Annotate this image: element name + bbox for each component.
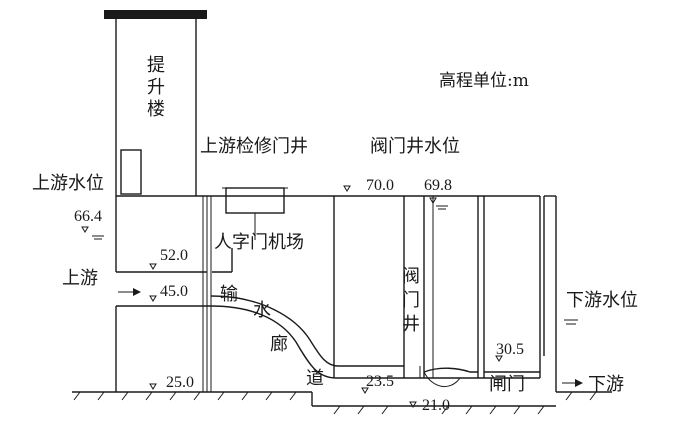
- upstream-gate-well: [202, 196, 212, 392]
- flow-arrows: [118, 288, 583, 387]
- lift-building-char-1: 提: [147, 55, 165, 76]
- gallery-char-3: 廊: [270, 334, 288, 355]
- valve-well-char-1: 阀: [402, 266, 420, 287]
- upstream-water-level-label: 上游水位: [32, 173, 104, 194]
- elevation-21: 21.0: [422, 397, 450, 414]
- valve-well-water-level-label: 阀门井水位: [370, 136, 460, 157]
- upstream-label: 上游: [62, 268, 98, 289]
- elevation-30-5: 30.5: [496, 341, 524, 358]
- elevation-top: 70.0: [366, 177, 394, 194]
- gallery-char-1: 输: [220, 284, 238, 305]
- lift-building: [104, 10, 207, 196]
- elevation-valve-well-level: 69.8: [424, 177, 452, 194]
- upstream-gate-well-label: 上游检修门井: [200, 136, 308, 157]
- gallery-char-4: 道: [306, 368, 324, 389]
- unit-note: 高程单位:m: [439, 71, 529, 91]
- lock-chamber-walls: [207, 195, 557, 392]
- upstream-structure: [115, 195, 211, 392]
- ground-line: [72, 391, 612, 415]
- valve-section: [404, 366, 540, 387]
- valve-well-char-2: 门: [402, 290, 420, 311]
- elevation-52: 52.0: [160, 247, 188, 264]
- downstream-label: 下游: [588, 374, 624, 395]
- sluice-gate-label: 闸门: [489, 374, 525, 395]
- lift-building-char-2: 升: [147, 77, 165, 98]
- elevation-25: 25.0: [166, 374, 194, 391]
- gallery-char-2: 水: [253, 300, 271, 321]
- gate-machine-area-label: 人字门机场: [214, 232, 304, 253]
- downstream-water-level-label: 下游水位: [566, 290, 638, 311]
- conveyance-gallery: [210, 295, 556, 407]
- elevation-upstream-level: 66.4: [74, 208, 102, 225]
- elevation-23-5: 23.5: [366, 373, 394, 390]
- gate-machine-box: [222, 187, 288, 240]
- water-level-markers: [81, 185, 578, 408]
- elevation-45: 45.0: [160, 283, 188, 300]
- valve-well-char-3: 井: [402, 314, 420, 335]
- lift-building-char-3: 楼: [147, 99, 165, 120]
